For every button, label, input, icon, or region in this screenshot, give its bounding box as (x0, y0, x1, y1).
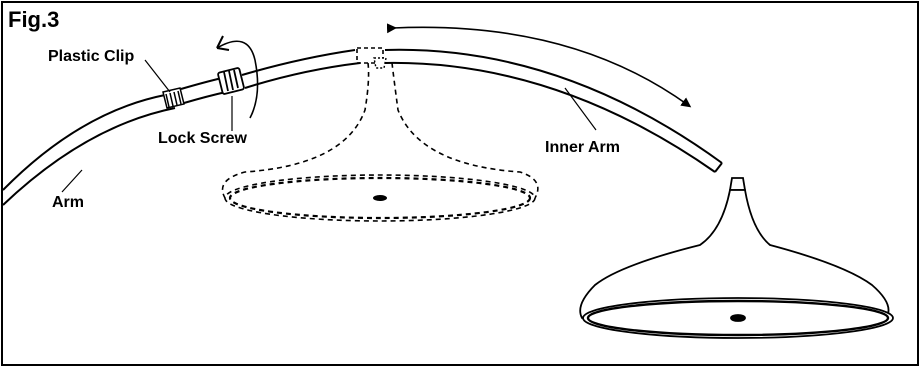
leader-lines (61, 59, 597, 193)
lamp-shade (579, 177, 894, 339)
inner-arm-label: Inner Arm (545, 139, 620, 156)
lock-screw (217, 67, 245, 95)
movement-arrow (386, 23, 692, 108)
lamp-shade-dashed (221, 62, 539, 222)
figure-title: Fig.3 (8, 7, 59, 32)
plastic-clip (162, 87, 185, 109)
arm-label: Arm (52, 194, 84, 211)
plastic-clip-label: Plastic Clip (48, 48, 134, 65)
inner-arm (241, 48, 723, 173)
rotation-arrow (216, 35, 259, 119)
outer-arm (2, 94, 176, 206)
lock-screw-label: Lock Screw (158, 130, 247, 147)
lamp-socket-dashed (373, 57, 387, 201)
